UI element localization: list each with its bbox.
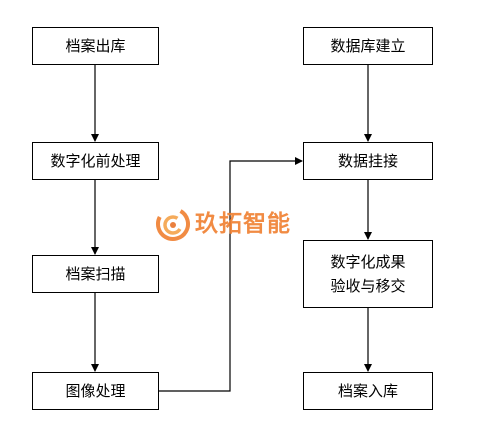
node-data-link: 数据挂接 [303,142,433,180]
node-archive-scan: 档案扫描 [32,255,159,293]
node-acceptance-transfer: 数字化成果 验收与移交 [303,240,433,308]
watermark-logo: 玖拓智能 [155,205,291,243]
node-archive-in: 档案入库 [303,372,433,410]
watermark-text: 玖拓智能 [195,211,291,237]
arrow-image-processing-to-data-link [159,157,303,392]
node-image-processing: 图像处理 [32,372,159,410]
swirl-logo-icon [156,207,190,241]
node-pre-digitization: 数字化前处理 [32,142,159,180]
node-database-build: 数据库建立 [303,27,433,65]
node-archive-out: 档案出库 [32,27,159,65]
